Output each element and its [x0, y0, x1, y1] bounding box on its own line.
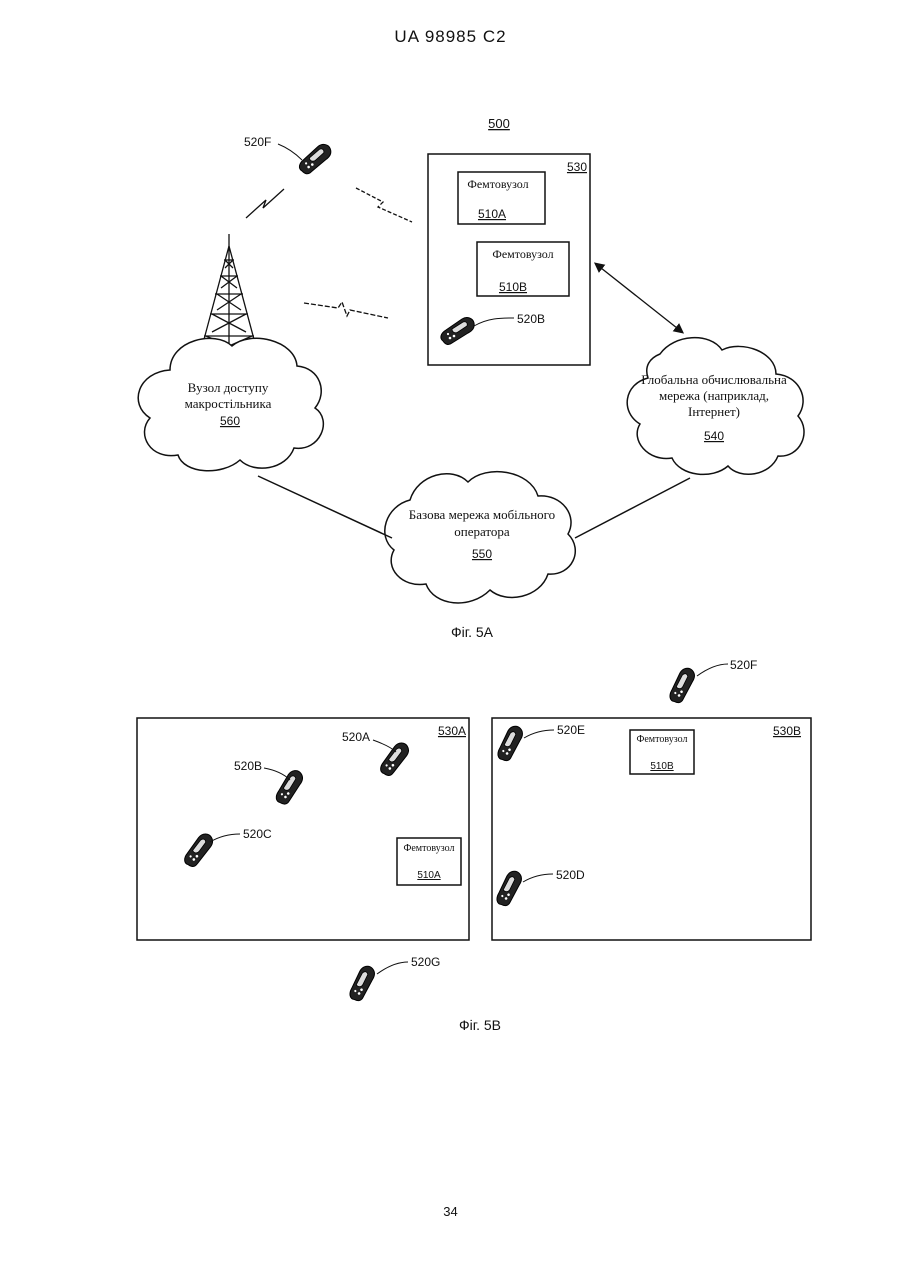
mobile-phone-icon — [441, 318, 474, 345]
ue-520b-label: 520B — [517, 312, 545, 326]
ue-520f-label: 520F — [244, 135, 271, 149]
ue-520e-label: 520E — [557, 723, 585, 737]
ue-520b-5b-label: 520B — [234, 759, 262, 773]
leader-line — [697, 664, 728, 676]
femto-area-530b — [492, 718, 811, 940]
ue-520f-5b-label: 520F — [730, 658, 757, 672]
ue-520d-label: 520D — [556, 868, 585, 882]
fig5a-caption: Фіг. 5А — [451, 624, 494, 640]
core-network-line1: Базова мережа мобільного — [409, 507, 555, 522]
link-core-global — [575, 478, 690, 538]
femto-node-510a-id: 510A — [417, 870, 441, 881]
wireless-link-icon — [304, 302, 388, 318]
femto-node-510b-id: 510B — [650, 761, 674, 772]
mobile-phone-icon — [374, 741, 415, 778]
mobile-phone-icon — [178, 832, 219, 869]
mobile-phone-icon — [489, 724, 531, 764]
mobile-phone-icon — [661, 666, 703, 706]
macro-node-id: 560 — [220, 414, 240, 428]
femto-node-510a-name: Фемтовузол — [467, 177, 528, 191]
femto-area-530a — [137, 718, 469, 940]
fig5b-caption: Фіг. 5В — [459, 1017, 501, 1033]
link-macro-core — [258, 476, 392, 538]
femto-node-510b-id: 510B — [499, 280, 527, 294]
leader-line — [524, 730, 554, 738]
global-network-line2: мережа (наприклад, — [659, 388, 769, 403]
femto-node-510b-name: Фемтовузол — [636, 734, 687, 745]
leader-line — [278, 144, 302, 160]
ue-520c-label: 520C — [243, 827, 272, 841]
page-number: 34 — [0, 1204, 901, 1219]
femto-node-510b-name: Фемтовузол — [492, 247, 553, 261]
wireless-link-icon — [356, 188, 412, 222]
leader-line — [377, 962, 408, 974]
global-network-id: 540 — [704, 429, 724, 443]
femto-area-530a-label: 530A — [438, 724, 466, 738]
femto-node-510a-name: Фемтовузол — [403, 843, 454, 854]
macro-node-line1: Вузол доступу — [188, 380, 269, 395]
system-label-500: 500 — [488, 116, 510, 131]
wireless-link-icon — [246, 189, 284, 218]
link-femto-global — [596, 264, 682, 332]
mobile-phone-icon — [297, 143, 334, 174]
femto-area-530b-label: 530B — [773, 724, 801, 738]
ue-520a-label: 520A — [342, 730, 370, 744]
femto-area-label: 530 — [567, 160, 587, 174]
core-network-id: 550 — [472, 547, 492, 561]
femto-node-510a-id: 510A — [478, 207, 506, 221]
mobile-phone-icon — [269, 768, 311, 806]
global-network-line1: Глобальна обчислювальна — [641, 372, 787, 387]
leader-line — [523, 874, 553, 882]
global-network-line3: Інтернет) — [688, 404, 740, 419]
mobile-phone-icon — [488, 869, 530, 909]
ue-520g-label: 520G — [411, 955, 440, 969]
core-network-line2: оператора — [454, 524, 510, 539]
mobile-phone-icon — [341, 964, 383, 1004]
leader-line — [474, 318, 514, 326]
leader-line — [210, 834, 240, 842]
macro-node-line2: макростільника — [185, 396, 272, 411]
